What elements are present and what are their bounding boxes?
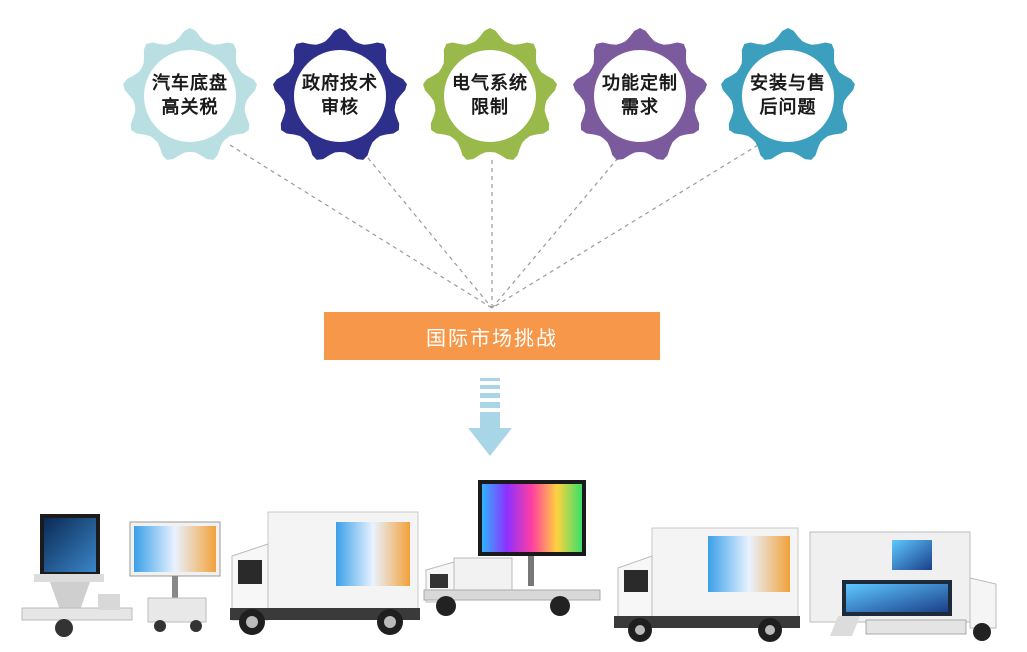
- led-truck-1: [230, 511, 420, 635]
- led-vehicle-fleet-image: [21, 480, 997, 642]
- factor-label-line2: 后问题: [759, 97, 817, 118]
- factor-badge-1: 汽车底盘 高关税: [120, 26, 260, 166]
- factor-label-line2: 高关税: [161, 97, 219, 118]
- gear-badge-icon: [123, 28, 257, 160]
- factor-label: 功能定制 需求: [570, 26, 710, 166]
- gear-badge-icon: [721, 28, 855, 160]
- led-truck-2: [614, 527, 800, 642]
- gear-badge-icon: [273, 28, 407, 160]
- factor-badge-2: 政府技术 审核: [270, 26, 410, 166]
- factor-label-line1: 安装与售: [750, 73, 826, 94]
- factor-badge-5: 安装与售 后问题: [718, 26, 858, 166]
- factor-label-line1: 电气系统: [452, 73, 528, 94]
- gear-badge-icon: [423, 28, 557, 160]
- led-truck-raised-screen: [423, 480, 601, 616]
- connector-line-4: [491, 157, 619, 309]
- trailer-screen-2: [129, 521, 221, 632]
- led-stage-truck: [809, 531, 997, 641]
- factor-label-line1: 功能定制: [602, 73, 678, 94]
- factor-badge-4: 功能定制 需求: [570, 26, 710, 166]
- trailer-screen-1: [21, 514, 133, 637]
- connector-line-1: [229, 144, 493, 309]
- factor-label: 安装与售 后问题: [718, 26, 858, 166]
- factor-label-line2: 审核: [321, 97, 359, 118]
- gear-badge-icon: [573, 28, 707, 160]
- international-market-challenge-box: 国际市场挑战: [324, 312, 660, 360]
- factor-label-line2: 需求: [621, 97, 659, 118]
- factor-label-line2: 限制: [471, 97, 509, 118]
- factor-label-line1: 政府技术: [302, 73, 378, 94]
- factor-label: 政府技术 审核: [270, 26, 410, 166]
- connector-line-5: [491, 144, 759, 309]
- factor-badge-3: 电气系统 限制: [420, 26, 560, 166]
- factor-label-line1: 汽车底盘: [152, 73, 228, 94]
- factor-label: 汽车底盘 高关税: [120, 26, 260, 166]
- factor-label: 电气系统 限制: [420, 26, 560, 166]
- arrow-down-icon: [468, 378, 512, 456]
- connector-line-2: [367, 157, 493, 309]
